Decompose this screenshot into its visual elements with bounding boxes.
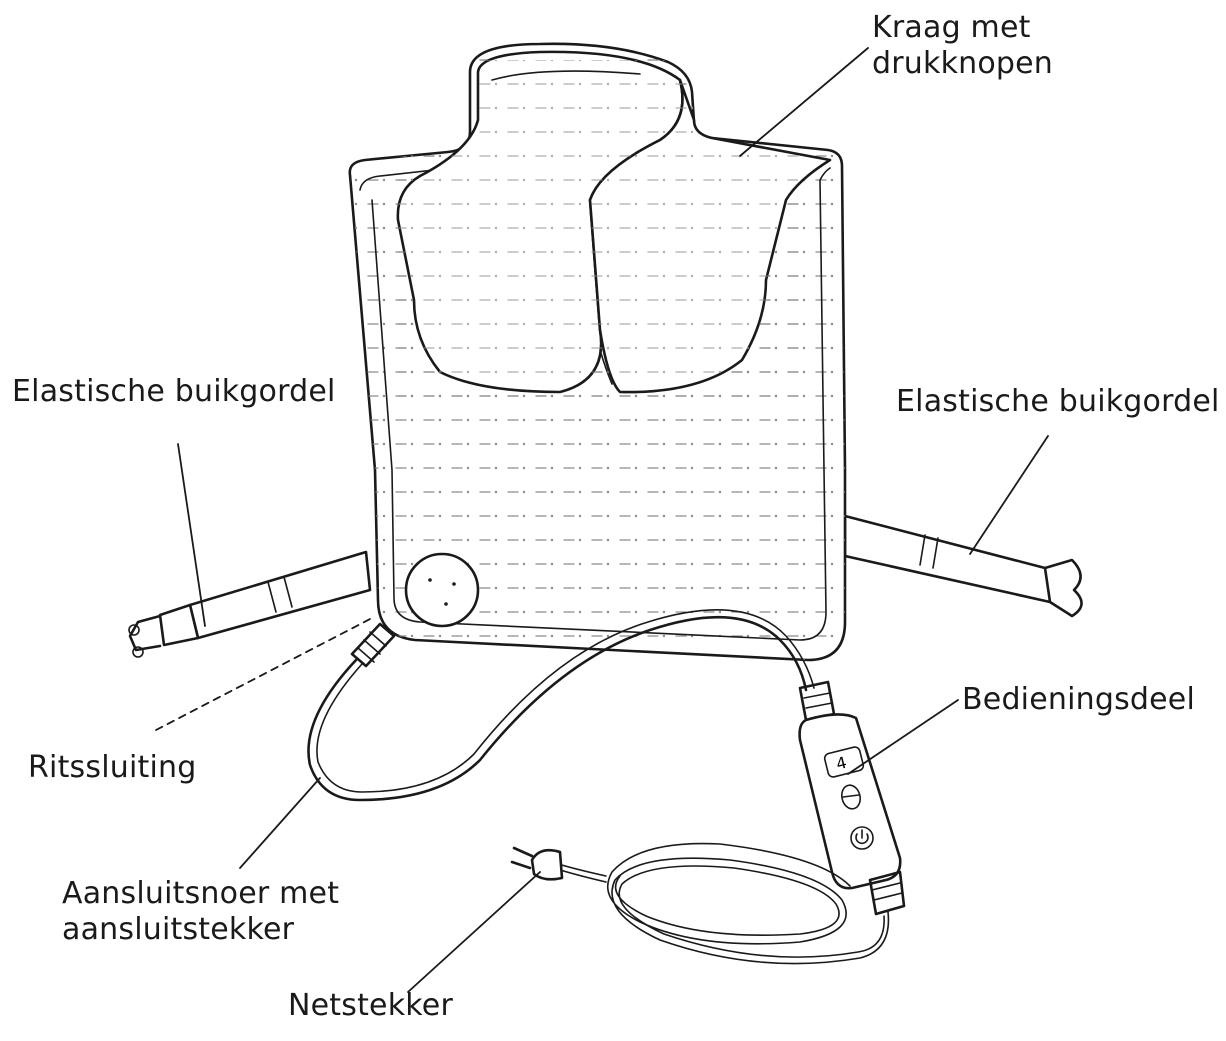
leader-belt-left bbox=[177, 443, 206, 627]
label-collar-line1: Kraag met bbox=[872, 10, 1031, 45]
controller: 4 bbox=[798, 680, 906, 916]
label-belt-right: Elastische buikgordel bbox=[896, 384, 1220, 419]
leader-collar bbox=[739, 47, 869, 157]
leader-plug bbox=[407, 871, 541, 993]
up-down-icon[interactable] bbox=[839, 783, 862, 811]
leader-zipper bbox=[155, 617, 373, 731]
leader-belt-right bbox=[969, 435, 1049, 555]
label-zipper: Ritssluiting bbox=[28, 750, 197, 785]
label-cord-line1: Aansluitsnoer met bbox=[62, 876, 340, 911]
connector-plug bbox=[350, 622, 396, 668]
label-plug: Netstekker bbox=[288, 988, 453, 1023]
label-cord-line2: aansluitstekker bbox=[62, 912, 295, 947]
label-belt-left: Elastische buikgordel bbox=[12, 374, 336, 409]
label-collar: Kraag met drukknopen bbox=[872, 10, 1053, 82]
zipper-pocket bbox=[404, 552, 480, 628]
power-icon[interactable] bbox=[850, 826, 874, 850]
controller-display: 4 bbox=[834, 753, 848, 774]
leader-control bbox=[847, 699, 959, 775]
leader-cord bbox=[239, 777, 321, 869]
label-control: Bedieningsdeel bbox=[962, 682, 1196, 717]
label-collar-line2: drukknopen bbox=[872, 46, 1054, 81]
leader-lines bbox=[155, 47, 1049, 993]
belt-right bbox=[843, 514, 1083, 618]
connection-cord bbox=[307, 609, 815, 802]
label-cord: Aansluitsnoer met aansluitstekker bbox=[62, 876, 339, 948]
belt-left bbox=[128, 550, 372, 658]
collar bbox=[396, 50, 832, 400]
